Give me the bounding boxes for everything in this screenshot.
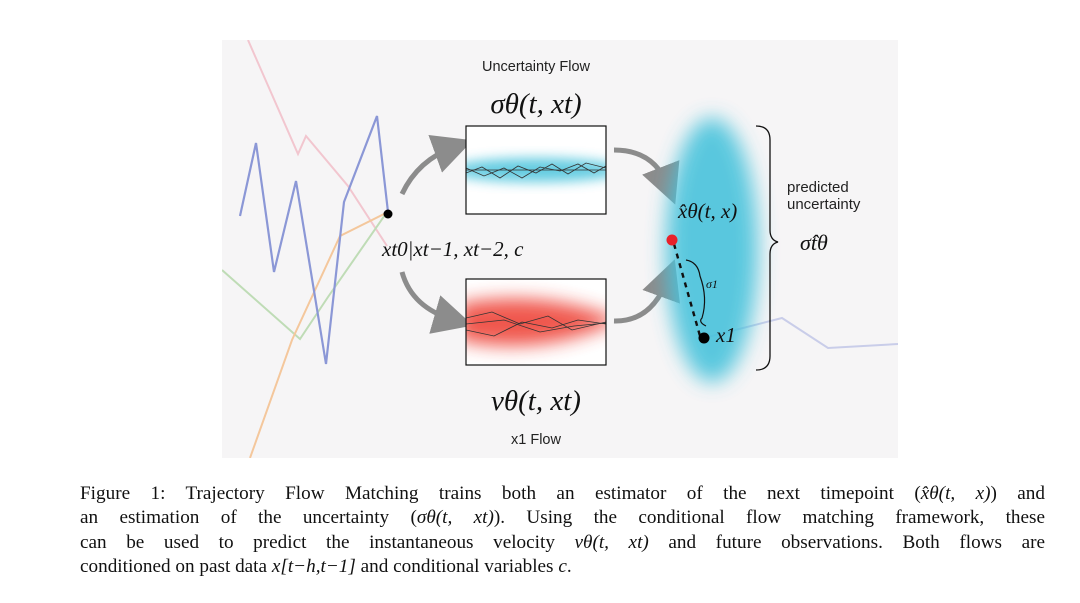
uncertainty-flow-title: Uncertainty Flow bbox=[482, 59, 591, 75]
sigma1-label: σ1 bbox=[706, 277, 718, 291]
trajectory-orange-line bbox=[249, 211, 389, 458]
arrow-from-uncertainty-flow bbox=[613, 147, 680, 205]
uncertainty-flow-formula: σθ(t, xt) bbox=[490, 88, 581, 120]
caption-math: x̂θ(t, x) bbox=[920, 483, 991, 504]
prediction-formula: x̂θ(t, x) bbox=[677, 199, 737, 223]
arrow-from-x1-flow bbox=[613, 259, 680, 324]
start-point bbox=[383, 209, 393, 219]
trajectory-pink-line bbox=[247, 40, 388, 247]
caption-line-3: can be used to predict the instantaneous… bbox=[80, 531, 1045, 553]
predicted-uncertainty-line1: predicted bbox=[787, 179, 849, 196]
x1-point bbox=[698, 332, 710, 344]
predicted-uncertainty-glow bbox=[666, 118, 758, 382]
caption-math: vθ(t, xt) bbox=[574, 531, 649, 553]
figure-illustration: Uncertainty Flow σθ(t, xt) xt0|xt−1, xt−… bbox=[222, 40, 898, 458]
uncertainty-flow-box bbox=[465, 125, 607, 215]
figure-caption: Figure 1: Trajectory Flow Matching train… bbox=[80, 482, 1045, 580]
figure-panel: Uncertainty Flow σθ(t, xt) xt0|xt−1, xt−… bbox=[222, 40, 898, 458]
trajectory-green-line bbox=[222, 211, 388, 341]
caption-line-4: conditioned on past data x[t−h,t−1] and … bbox=[80, 556, 572, 578]
caption-line-1: Figure 1: Trajectory Flow Matching train… bbox=[80, 483, 1045, 504]
condition-formula: xt0|xt−1, xt−2, c bbox=[381, 237, 524, 261]
predicted-uncertainty-brace bbox=[755, 125, 779, 371]
caption-figure-label: Figure 1: bbox=[80, 483, 166, 504]
x1-label: x1 bbox=[715, 323, 736, 347]
trajectory-blue-line bbox=[238, 115, 390, 365]
x1-flow-formula: vθ(t, xt) bbox=[491, 385, 581, 417]
sigma-hat-label: σ̂tθ bbox=[800, 230, 828, 255]
caption-math: c bbox=[558, 556, 567, 578]
arrow-to-x1-flow bbox=[399, 271, 474, 334]
arrow-to-uncertainty-flow bbox=[399, 134, 473, 196]
predicted-uncertainty-line2: uncertainty bbox=[787, 196, 861, 213]
x1-flow-box bbox=[465, 278, 607, 366]
x1-flow-title: x1 Flow bbox=[511, 432, 561, 448]
caption-math: x[t−h,t−1] bbox=[271, 556, 356, 578]
caption-math: σθ(t, xt) bbox=[416, 507, 494, 529]
prediction-point bbox=[666, 234, 678, 246]
sigma1-brace bbox=[685, 259, 707, 327]
caption-line-2: an estimation of the uncertainty (σθ(t, … bbox=[80, 507, 1045, 529]
